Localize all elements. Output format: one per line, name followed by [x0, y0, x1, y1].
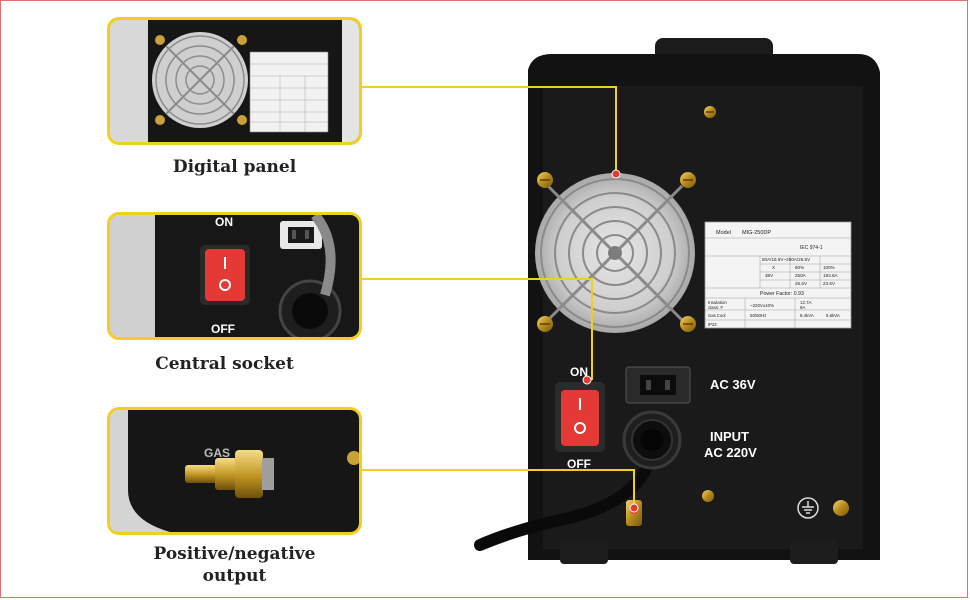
- nameplate-i2-100: 193.6A: [823, 273, 838, 278]
- caption-output-line2: output: [202, 566, 267, 586]
- ground-icon: [797, 497, 819, 519]
- nameplate-i1eff: 9A: [800, 305, 805, 310]
- fan-grille: [535, 173, 695, 333]
- input-label: INPUT: [710, 429, 749, 444]
- ac36-socket[interactable]: [625, 366, 691, 404]
- nameplate-protect: IP23: [708, 322, 717, 327]
- switch-off-label: OFF: [567, 457, 591, 471]
- screw-icon: [537, 172, 696, 332]
- input-voltage-label: AC 220V: [704, 445, 757, 460]
- foot-right: [790, 540, 838, 564]
- nameplate-range: 50A/16.5V~250A/26.5V: [762, 257, 811, 262]
- nameplate-freq: 50/60Hz: [750, 313, 766, 318]
- caption-digital-panel: Digital panel: [172, 157, 297, 177]
- nameplate-power-factor: Power Factor: 0.93: [760, 291, 804, 297]
- gas-label: GAS: [204, 446, 231, 460]
- input-cable-gland: [622, 410, 682, 470]
- leader-dot-output: [629, 503, 639, 513]
- screw-icon: [704, 106, 716, 118]
- nameplate-u2-60: 26.5V: [795, 281, 808, 286]
- nameplate-cool: Gas Cool: [708, 313, 726, 318]
- nameplate-duty-100: 100%: [823, 265, 835, 270]
- zoom-off-label: OFF: [211, 322, 235, 336]
- foot-left: [560, 540, 608, 564]
- caption-output: Positive/negative output: [107, 543, 362, 587]
- leader-dot-switch: [582, 375, 592, 385]
- nameplate-u1: ~220V±10%: [750, 303, 774, 308]
- zoom-on-label: ON: [215, 215, 233, 229]
- caption-output-line1: Positive/negative: [153, 544, 316, 564]
- ac36-label: AC 36V: [710, 377, 756, 392]
- nameplate-model: MIG-250DP: [742, 230, 771, 236]
- nameplate-u2-100: 23.6V: [823, 281, 836, 286]
- nameplate-duty-60: 60%: [795, 265, 804, 270]
- leader-dot-fan: [611, 169, 621, 179]
- callout-gas-output: GAS: [107, 407, 362, 535]
- callout-fan-nameplate: [107, 17, 362, 145]
- screw-icon: [702, 490, 849, 516]
- nameplate-i1max: 12.7A: [800, 300, 812, 305]
- nameplate: Model MIG-250DP IEC 974-1 50A/16.5V~250A…: [704, 221, 852, 329]
- nameplate-s2: 5.6kVA: [826, 313, 840, 318]
- nameplate-s1: 8.4kVA: [800, 313, 814, 318]
- nameplate-x: X: [772, 265, 775, 270]
- nameplate-u0: 38V: [765, 273, 774, 278]
- caption-central-socket: Central socket: [155, 354, 294, 374]
- nameplate-insulation: Insulation: [708, 300, 727, 305]
- nameplate-i2-60: 250A: [795, 273, 807, 278]
- switch-on-label: ON: [570, 365, 588, 379]
- power-switch[interactable]: [555, 382, 605, 452]
- nameplate-model-label: Model: [716, 230, 731, 236]
- nameplate-insulation-class: class: F: [708, 305, 723, 310]
- callout-switch-socket: ON OFF: [107, 212, 362, 340]
- nameplate-standard: IEC 974-1: [800, 245, 823, 251]
